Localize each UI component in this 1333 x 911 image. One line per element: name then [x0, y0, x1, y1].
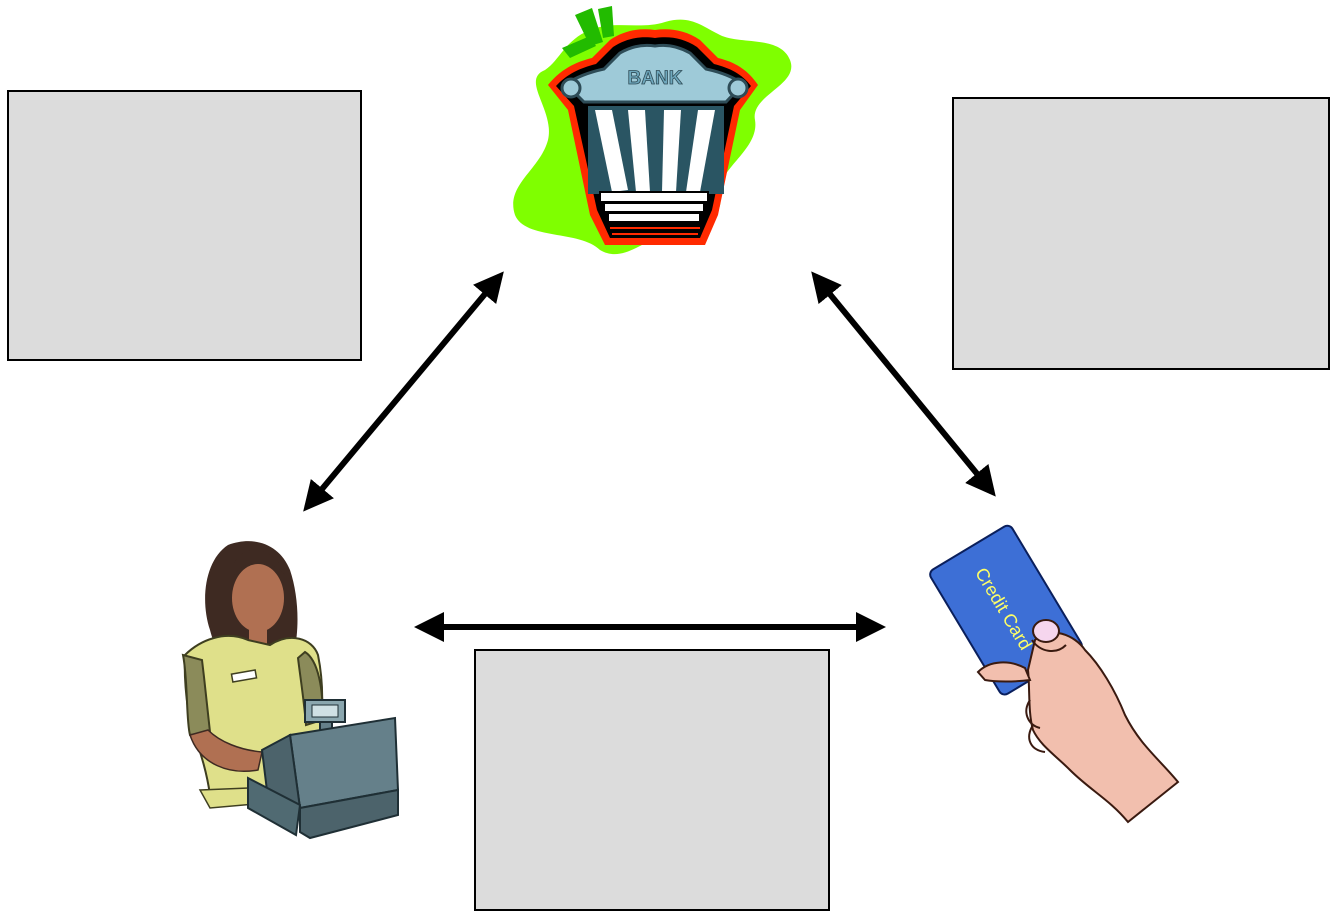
arrow-bank-merchant [303, 271, 504, 512]
arrow-bank-customer [811, 271, 996, 497]
empty-label-box-bank-merchant [7, 90, 362, 361]
credit-card-hand-icon: Credit Card [929, 524, 1180, 824]
cashier-icon [181, 541, 400, 840]
bank-sign-text: BANK [628, 68, 683, 89]
empty-label-box-bank-customer [952, 97, 1330, 370]
bank-icon: BANK [513, 6, 792, 255]
